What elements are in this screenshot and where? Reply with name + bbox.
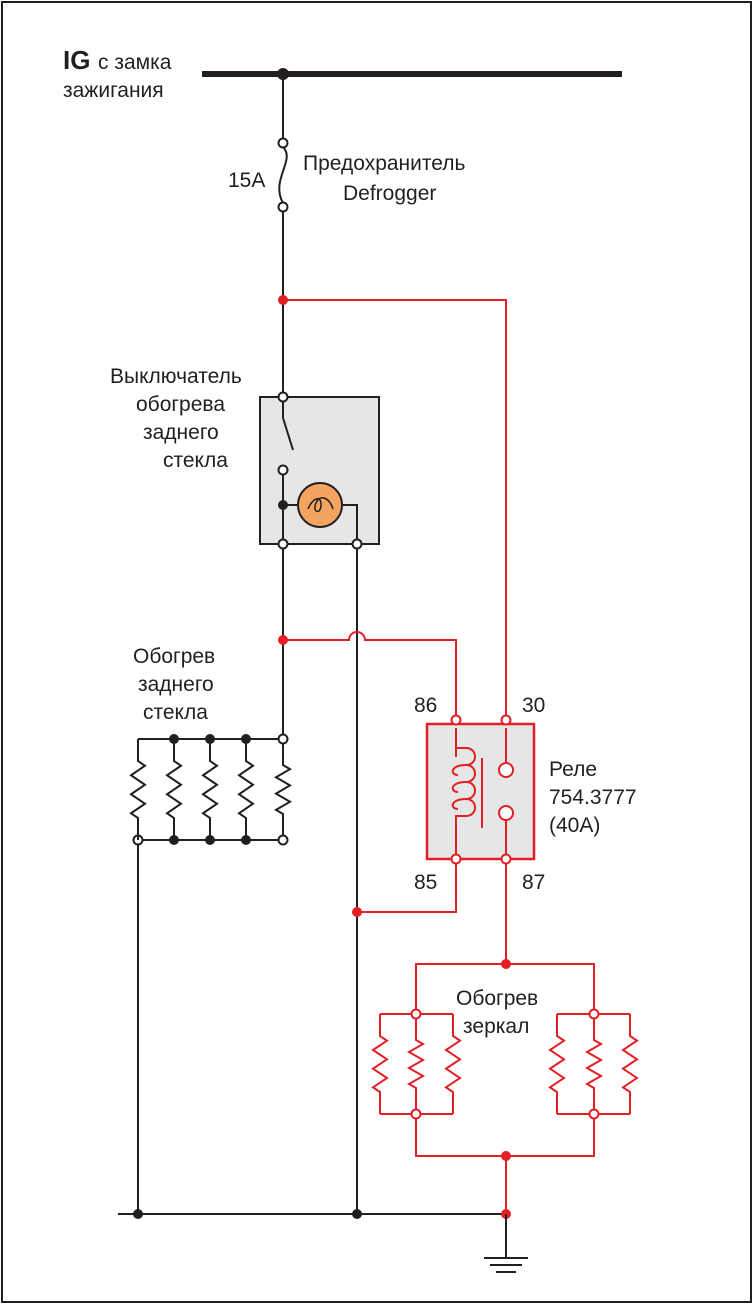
junction-dot (241, 835, 251, 845)
switch-line2: обогрева (136, 393, 225, 416)
switch-terminal-left (277, 538, 289, 550)
rear-heater-line2: заднего (138, 673, 214, 696)
rear-heater-line1: Обогрев (133, 645, 215, 668)
fuse-name-line1: Предохранитель (303, 152, 465, 175)
mirror-heater-right (548, 1008, 639, 1120)
resistor (201, 739, 219, 840)
relay-pin-87 (500, 853, 512, 865)
ground-node-heater (133, 1209, 143, 1219)
resistor (129, 739, 147, 840)
lamp-icon (297, 482, 343, 528)
red-node-85 (352, 907, 362, 917)
switch-line4: стекла (163, 449, 228, 472)
ground-icon (484, 1214, 528, 1273)
ground-node-lamp (352, 1209, 362, 1219)
resistor (406, 1018, 426, 1110)
junction-dot (169, 734, 179, 744)
resistor (371, 1014, 389, 1114)
red-node-fuse (278, 295, 288, 305)
switch-contact (277, 391, 298, 540)
relay-name-line1: Реле (549, 758, 597, 781)
switch-terminal-right (351, 538, 363, 550)
red-node-switch (278, 635, 288, 645)
mirror-heater-left (371, 1008, 462, 1120)
resistor (274, 743, 292, 836)
fuse-name-line2: Defrogger (343, 182, 436, 205)
relay-pin-85 (450, 853, 462, 865)
wire-red-30 (283, 299, 507, 720)
ig-prefix: IG (63, 45, 90, 75)
relay-pin-86-label: 86 (414, 694, 437, 717)
mirror-heater-line1: Обогрев (456, 987, 538, 1010)
resistor (237, 739, 255, 840)
relay-box (425, 722, 536, 861)
relay-pin-85-label: 85 (414, 871, 437, 894)
relay-name-line3: (40A) (549, 814, 600, 837)
rear-heater-element (129, 733, 292, 846)
relay-coil (451, 728, 483, 855)
resistor (165, 739, 183, 840)
relay-pin-30 (500, 714, 512, 726)
junction-dot (241, 734, 251, 744)
wire-red-85 (357, 863, 457, 913)
relay-name-line2: 754.3777 (549, 786, 637, 809)
junction-dot (169, 835, 179, 845)
ig-line1: с замка (98, 51, 172, 74)
mirror-heater-line2: зеркал (463, 1015, 529, 1038)
relay-pin-30-label: 30 (522, 694, 545, 717)
wire-mirror-bottom (415, 1114, 595, 1157)
relay-pin-87-label: 87 (522, 871, 545, 894)
relay-contact (498, 728, 514, 855)
junction-dot (205, 734, 215, 744)
switch-line1: Выключатель (110, 365, 242, 388)
wire-red-86 (283, 631, 457, 720)
resistor (548, 1014, 566, 1114)
fuse (277, 137, 289, 213)
junction-dot (205, 835, 215, 845)
relay-pin-86 (450, 714, 462, 726)
switch-line3: заднего (143, 421, 219, 444)
resistor (584, 1018, 604, 1110)
resistor (444, 1014, 462, 1114)
lamp-wire (342, 504, 358, 540)
wire-mirror-top (415, 963, 595, 1014)
rear-heater-line3: стекла (143, 701, 208, 724)
fuse-rating: 15A (228, 169, 265, 192)
ig-line2: зажигания (63, 79, 164, 102)
resistor (621, 1014, 639, 1114)
